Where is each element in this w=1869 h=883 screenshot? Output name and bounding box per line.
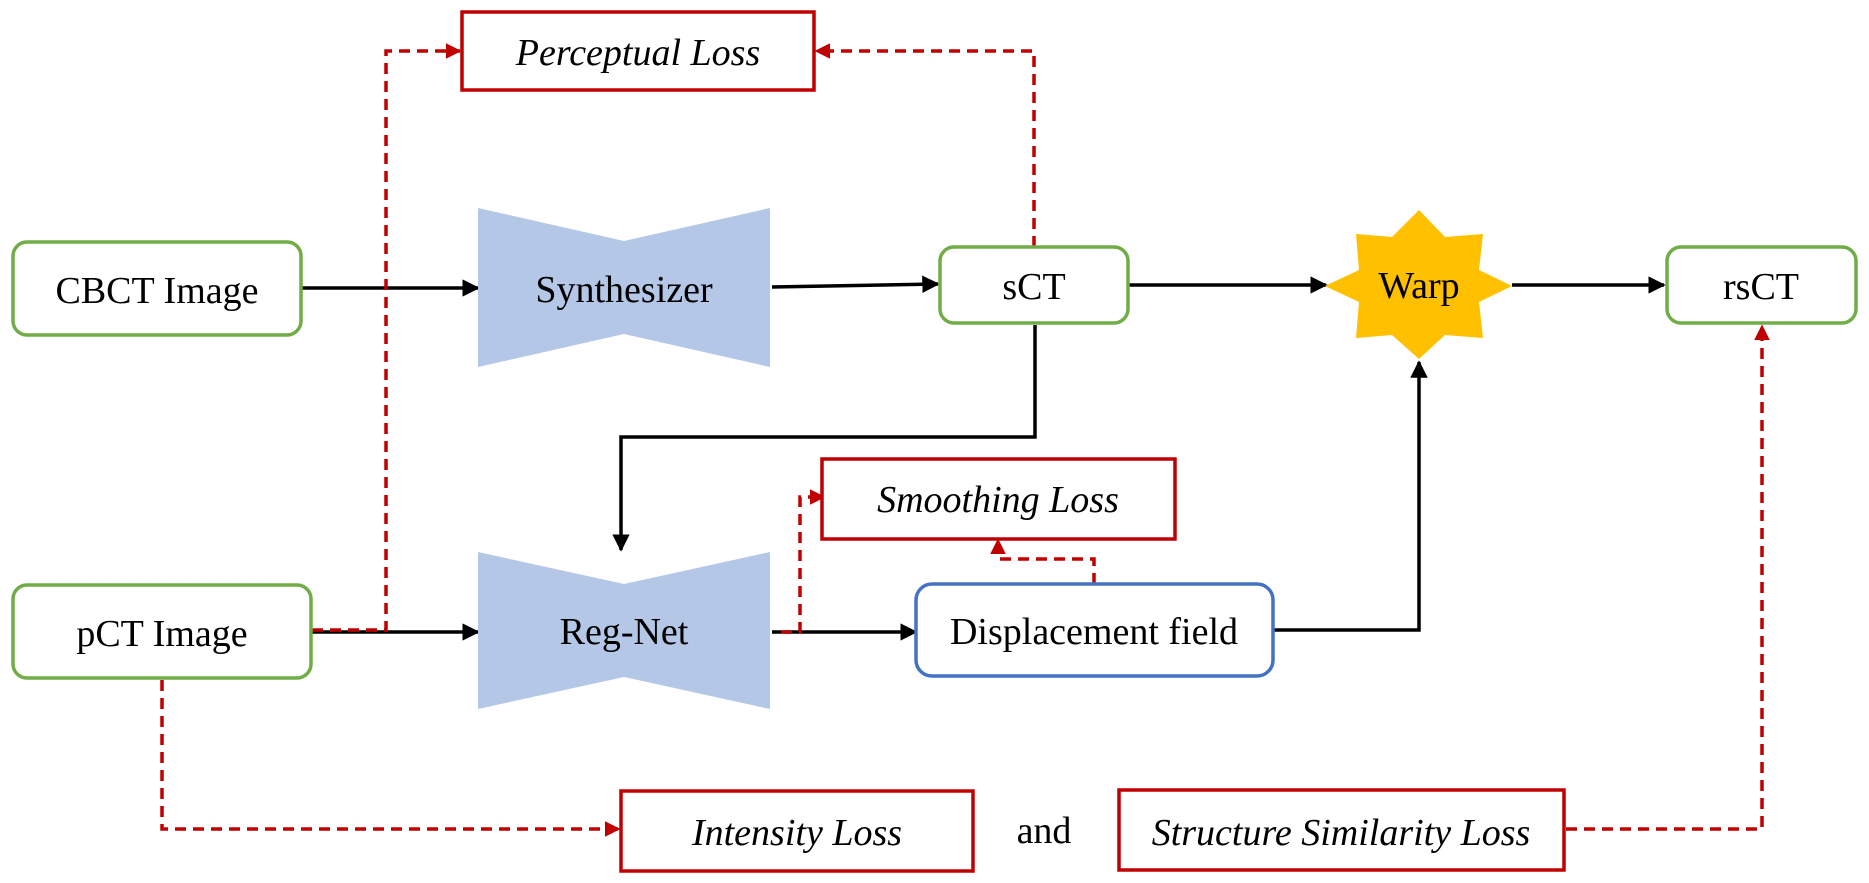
and-text: and: [1017, 810, 1072, 852]
warp-label: Warp: [1378, 265, 1459, 307]
intensity-loss-label: Intensity Loss: [691, 812, 902, 854]
cbct-image-label: CBCT Image: [55, 270, 258, 312]
sct-label: sCT: [1002, 266, 1065, 308]
pct-image-label: pCT Image: [76, 613, 247, 655]
pct-image-node: pCT Image: [11, 583, 313, 680]
displacement-field-label: Displacement field: [950, 611, 1238, 653]
edge-sct-to-regnet: [612, 325, 1037, 552]
edge-displacement-to-warp: [1274, 360, 1428, 632]
smoothing-loss-box: Smoothing Loss: [820, 457, 1177, 541]
cbct-image-node: CBCT Image: [11, 240, 303, 337]
sct-node: sCT: [938, 245, 1130, 325]
rsct-label: rsCT: [1723, 266, 1799, 308]
edge-displacement-to-smoothing-loss: [990, 538, 1096, 584]
edge-regnet-to-smoothing-loss: [781, 489, 826, 634]
synthesizer-label: Synthesizer: [535, 269, 713, 311]
regnet-label: Reg-Net: [560, 611, 689, 653]
displacement-field-node: Displacement field: [914, 582, 1275, 678]
edge-pct-to-perceptual-loss: [312, 43, 462, 632]
edge-pct-to-intensity-loss: [160, 680, 621, 837]
warp-node: Warp: [1325, 210, 1512, 359]
smoothing-loss-label: Smoothing Loss: [877, 479, 1119, 521]
edge-synthesizer-to-sct: [771, 275, 940, 294]
rsct-node: rsCT: [1665, 245, 1858, 325]
edge-sct-to-perceptual-loss: [814, 43, 1036, 247]
structure-similarity-loss-box: Structure Similarity Loss: [1117, 788, 1566, 872]
regnet-network: Reg-Net: [478, 552, 770, 709]
edge-structure-loss-to-rsct: [1566, 324, 1770, 831]
intensity-loss-box: Intensity Loss: [619, 789, 975, 873]
perceptual-loss-label: Perceptual Loss: [515, 32, 761, 74]
perceptual-loss-box: Perceptual Loss: [460, 10, 816, 92]
synthesizer-network: Synthesizer: [478, 208, 770, 367]
structure-similarity-loss-label: Structure Similarity Loss: [1152, 812, 1531, 854]
